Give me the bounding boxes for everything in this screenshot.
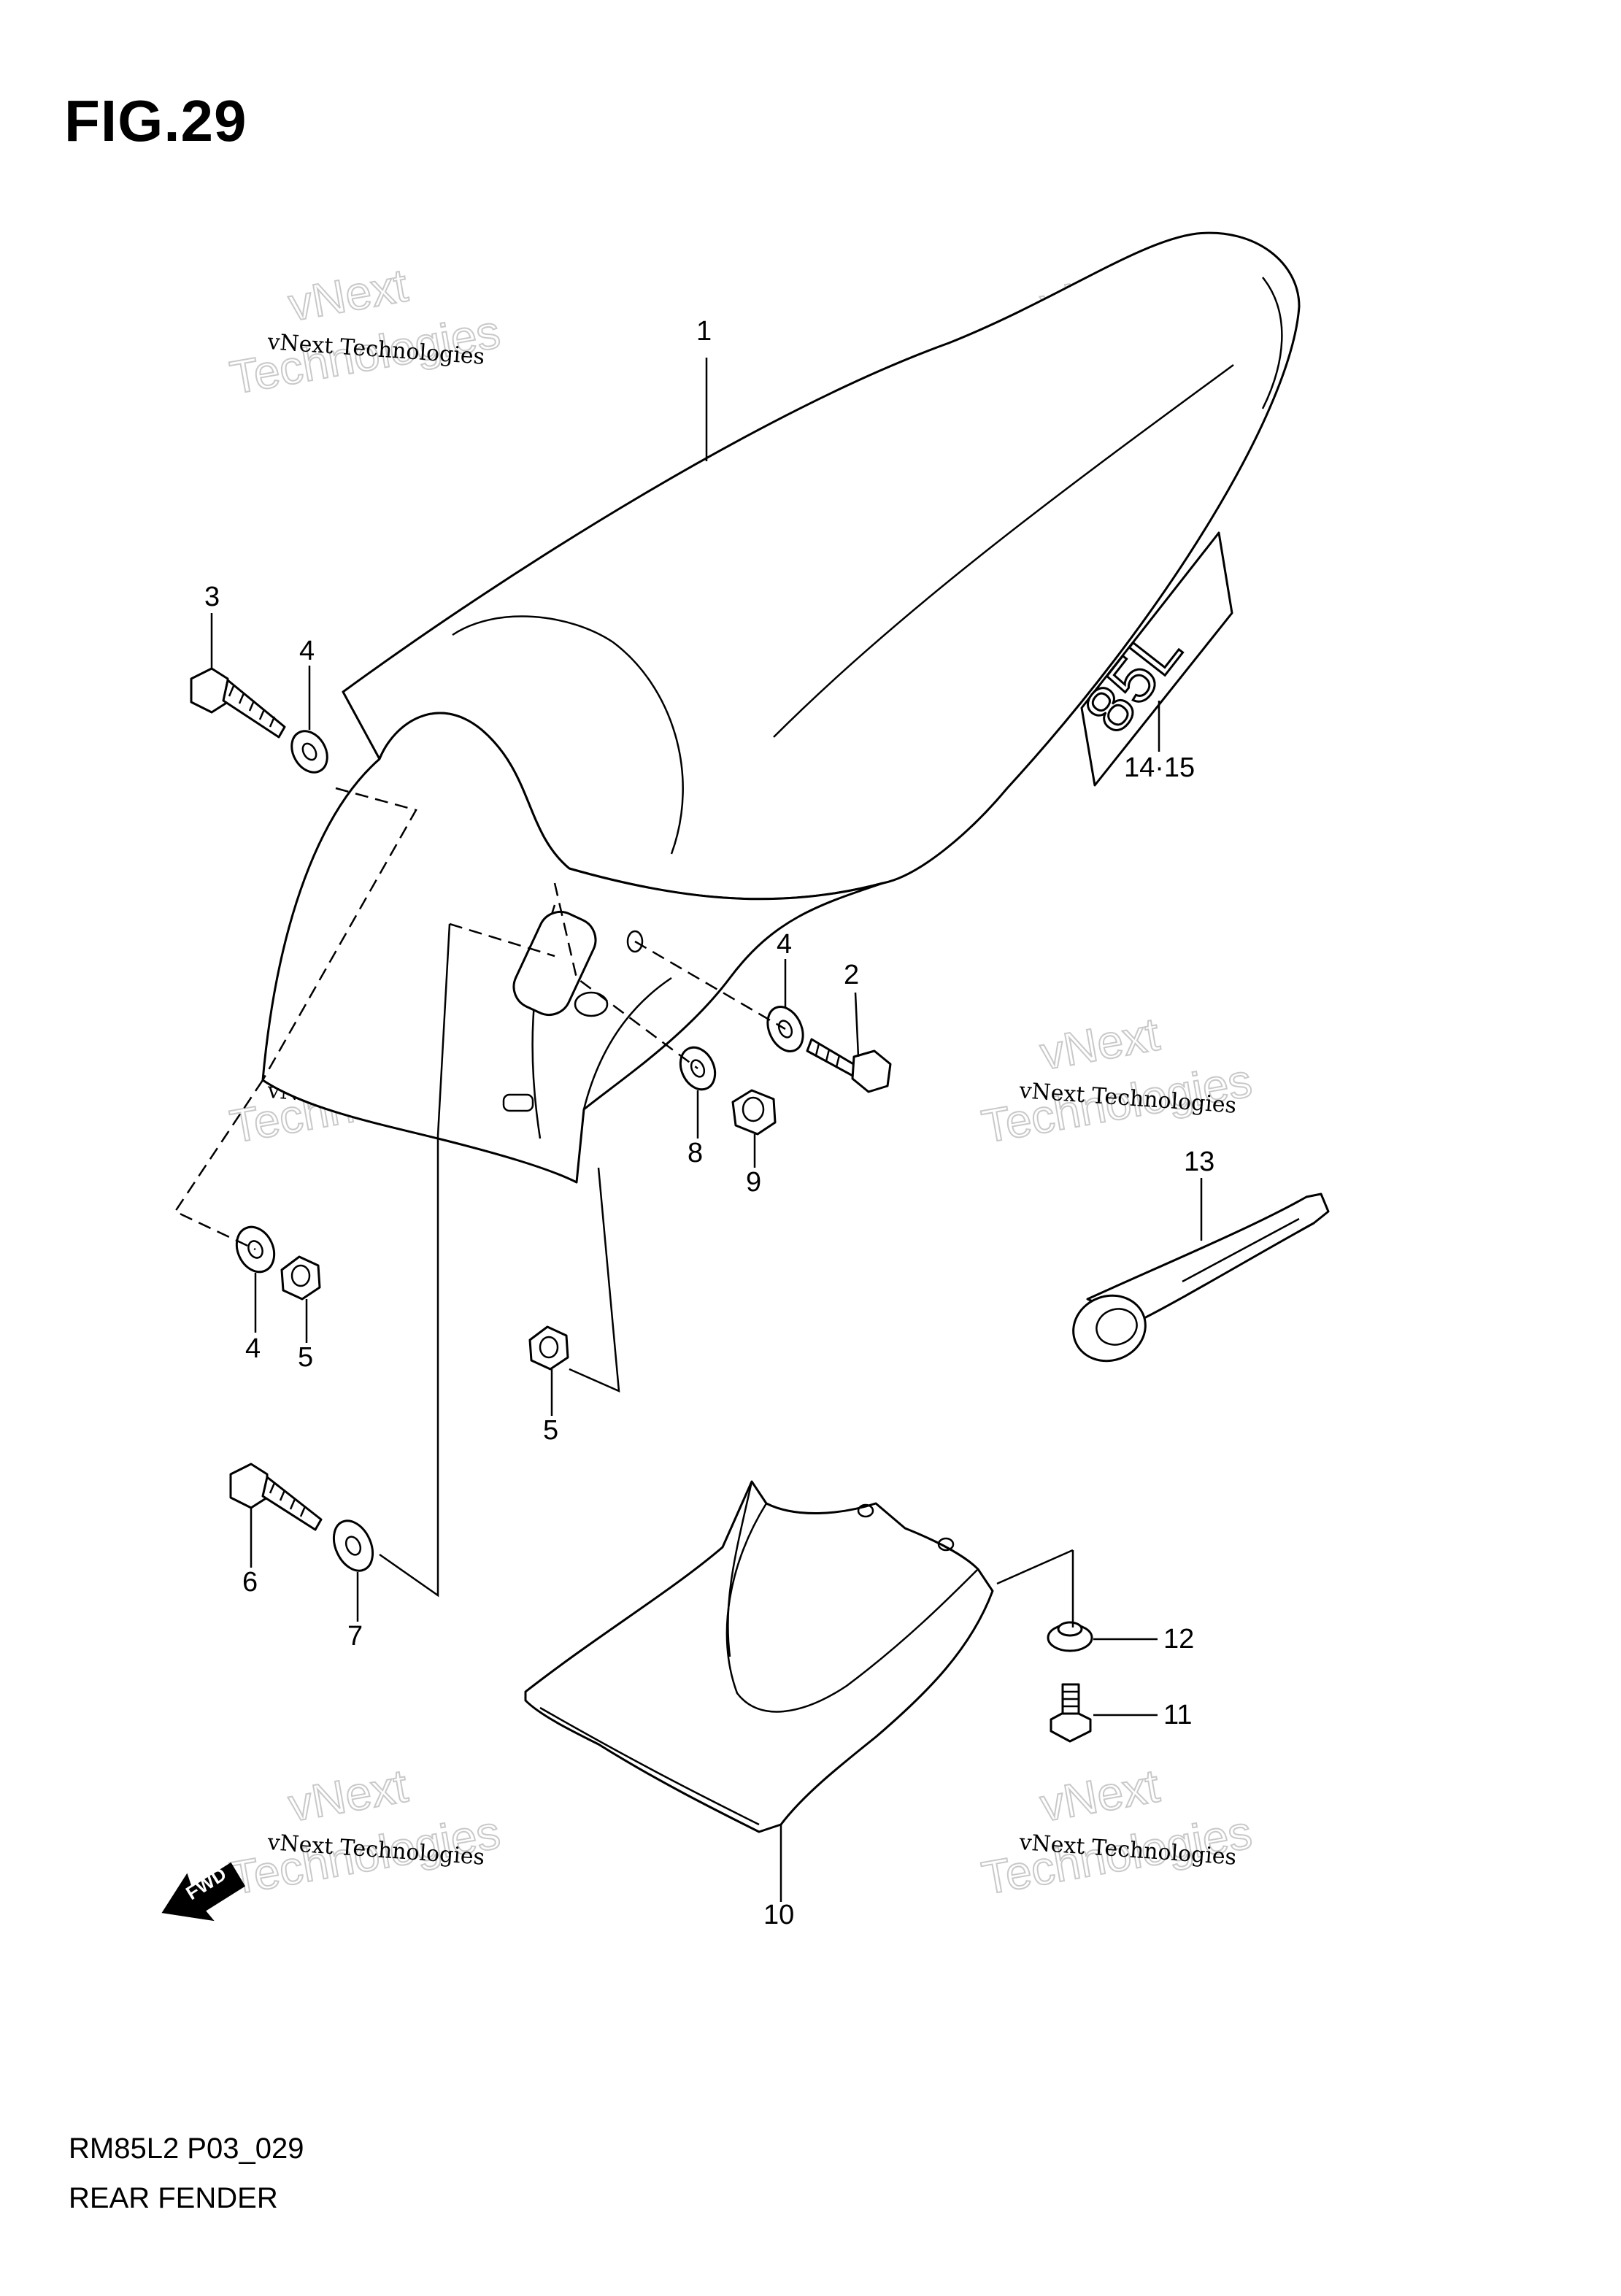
callout-3: 3: [204, 582, 220, 612]
callout-14-15: 14·15: [1124, 752, 1195, 783]
callout-12: 12: [1163, 1624, 1194, 1654]
callout-10: 10: [763, 1900, 794, 1930]
watermark-mid-right: vNext Technologies vNext Technologies: [977, 1006, 1256, 1153]
callout-5-center: 5: [543, 1415, 558, 1446]
callout-13: 13: [1184, 1147, 1214, 1177]
wrench-13-part: [1072, 1193, 1330, 1363]
callout-5-left: 5: [298, 1342, 313, 1373]
nut-9-part: [731, 1089, 777, 1136]
diagram-name: REAR FENDER: [69, 2182, 278, 2214]
assembly-lines: [174, 787, 1074, 1627]
washer-7-part: [332, 1519, 374, 1572]
callout-2: 2: [844, 960, 859, 990]
nut-5-center-part: [528, 1325, 569, 1371]
svg-text:vNext: vNext: [285, 1759, 412, 1831]
figure-title: FIG.29: [64, 88, 247, 153]
bolt-11-part: [1050, 1683, 1092, 1743]
watermark-top-left: vNext Technologies vNext Technologies: [226, 258, 504, 404]
rear-fender-part: [261, 231, 1301, 1184]
watermark-bottom-left: vNext Technologies vNext Technologies: [226, 1758, 504, 1905]
callout-8: 8: [688, 1138, 703, 1168]
callout-4-top: 4: [299, 636, 315, 666]
callout-11: 11: [1163, 1700, 1192, 1730]
nut-5-left-part: [280, 1255, 321, 1301]
washer-4-top-part: [290, 730, 328, 774]
svg-text:vNext: vNext: [1036, 1007, 1163, 1079]
bolt-3-part: [190, 667, 286, 739]
callout-4-low: 4: [245, 1333, 261, 1364]
watermark-bottom-right: vNext Technologies vNext Technologies: [977, 1758, 1256, 1905]
svg-text:vNext: vNext: [285, 258, 412, 331]
nut-12-part: [1047, 1621, 1093, 1652]
bolt-6-part: [229, 1463, 323, 1531]
guard-10-part: [524, 1480, 994, 1833]
fwd-arrow-icon: FWD: [161, 1862, 246, 1922]
callout-7: 7: [347, 1621, 363, 1652]
callouts: 1 2 3 4 4 4 5 5 6 7 8 9 10 11 12 13 14·1…: [204, 316, 1214, 1930]
callout-1: 1: [696, 316, 712, 347]
diagram-code: RM85L2 P03_029: [69, 2133, 304, 2165]
svg-text:vNext: vNext: [1036, 1759, 1163, 1831]
leader-lines: [210, 358, 1203, 1902]
bolt-2-part: [806, 1038, 892, 1093]
callout-6: 6: [242, 1567, 258, 1598]
callout-9: 9: [746, 1167, 761, 1198]
callout-4-mid: 4: [777, 929, 792, 960]
